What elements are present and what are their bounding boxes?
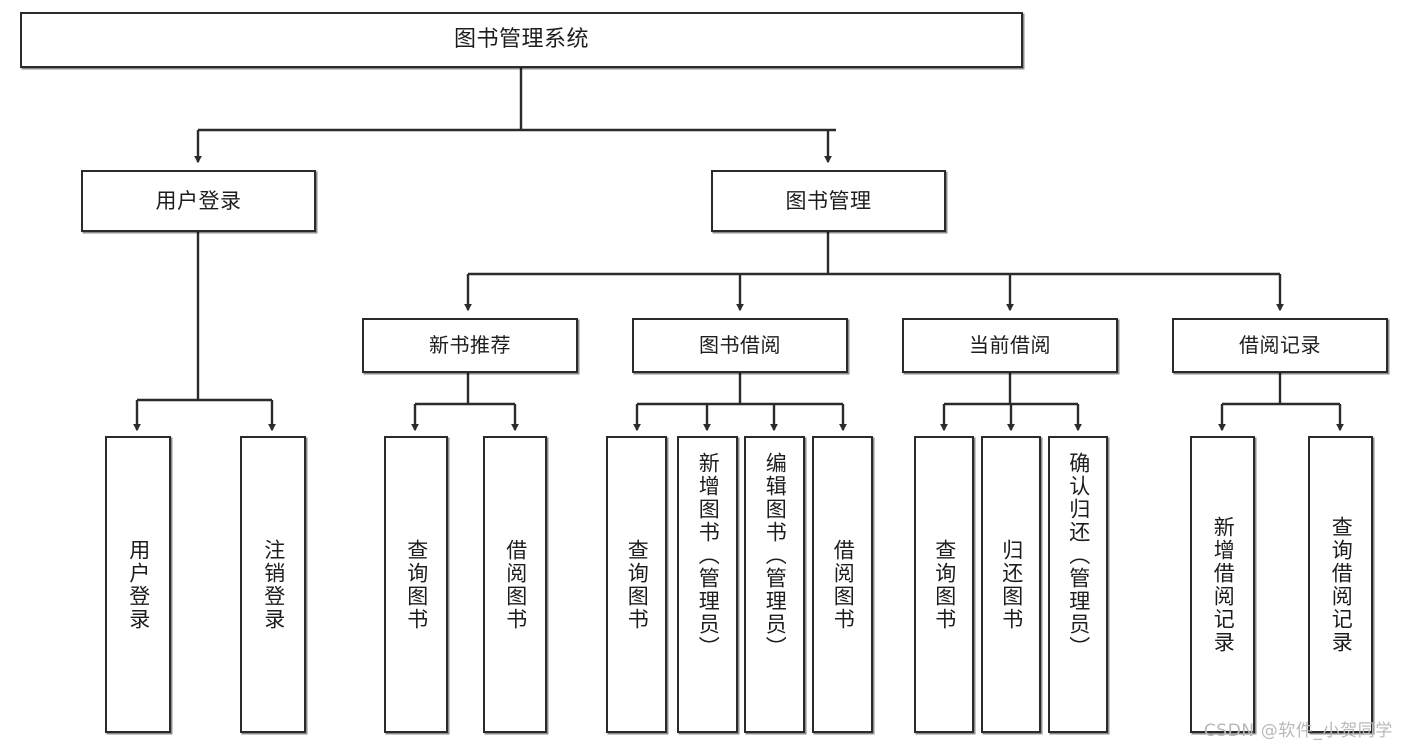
node-current-borrow[interactable]: 当前借阅 xyxy=(902,318,1118,373)
node-root-system[interactable]: 图书管理系统 xyxy=(20,12,1023,68)
leaf-current-return-book[interactable]: 归还图书 xyxy=(981,436,1041,733)
node-label: 查询图书 xyxy=(625,538,650,631)
node-book-management[interactable]: 图书管理 xyxy=(711,170,946,232)
node-borrow-record[interactable]: 借阅记录 xyxy=(1172,318,1388,373)
leaf-user-login-logout[interactable]: 注销登录 xyxy=(240,436,306,733)
leaf-new-book-query[interactable]: 查询图书 xyxy=(384,436,448,733)
node-label: 归还图书 xyxy=(999,538,1024,631)
csdn-watermark: CSDN @软件_小贺同学 xyxy=(1203,721,1393,741)
leaf-borrow-borrow-book[interactable]: 借阅图书 xyxy=(812,436,873,733)
node-label: 用户登录 xyxy=(126,538,151,631)
node-label: 图书管理 xyxy=(785,188,872,213)
node-label: 查询借阅记录 xyxy=(1329,515,1354,654)
node-label: 当前借阅 xyxy=(969,332,1051,357)
node-label: 借阅记录 xyxy=(1239,332,1321,357)
leaf-current-confirm-return-admin[interactable]: 确认归还（管理员） xyxy=(1048,436,1108,733)
node-label: 图书管理系统 xyxy=(453,27,589,53)
node-label: 编辑图书（管理员） xyxy=(763,452,788,659)
node-new-book-recommend[interactable]: 新书推荐 xyxy=(362,318,578,373)
leaf-new-book-borrow[interactable]: 借阅图书 xyxy=(483,436,547,733)
node-book-borrow[interactable]: 图书借阅 xyxy=(632,318,848,373)
node-label: 新增借阅记录 xyxy=(1211,515,1236,654)
leaf-record-query-record[interactable]: 查询借阅记录 xyxy=(1308,436,1373,733)
leaf-record-add-record[interactable]: 新增借阅记录 xyxy=(1190,436,1255,733)
node-label: 用户登录 xyxy=(155,188,242,213)
node-label: 图书借阅 xyxy=(699,332,781,357)
node-label: 新增图书（管理员） xyxy=(696,452,721,659)
node-label: 注销登录 xyxy=(261,538,286,631)
leaf-current-query-book[interactable]: 查询图书 xyxy=(914,436,974,733)
node-label: 查询图书 xyxy=(404,538,429,631)
leaf-borrow-query-book[interactable]: 查询图书 xyxy=(606,436,667,733)
leaf-user-login-login[interactable]: 用户登录 xyxy=(105,436,171,733)
node-label: 确认归还（管理员） xyxy=(1066,452,1091,659)
node-label: 借阅图书 xyxy=(831,538,856,631)
node-user-login[interactable]: 用户登录 xyxy=(81,170,316,232)
leaf-borrow-edit-book-admin[interactable]: 编辑图书（管理员） xyxy=(744,436,805,733)
node-label: 新书推荐 xyxy=(429,332,511,357)
node-label: 查询图书 xyxy=(932,538,957,631)
node-label: 借阅图书 xyxy=(503,538,528,631)
leaf-borrow-add-book-admin[interactable]: 新增图书（管理员） xyxy=(677,436,738,733)
